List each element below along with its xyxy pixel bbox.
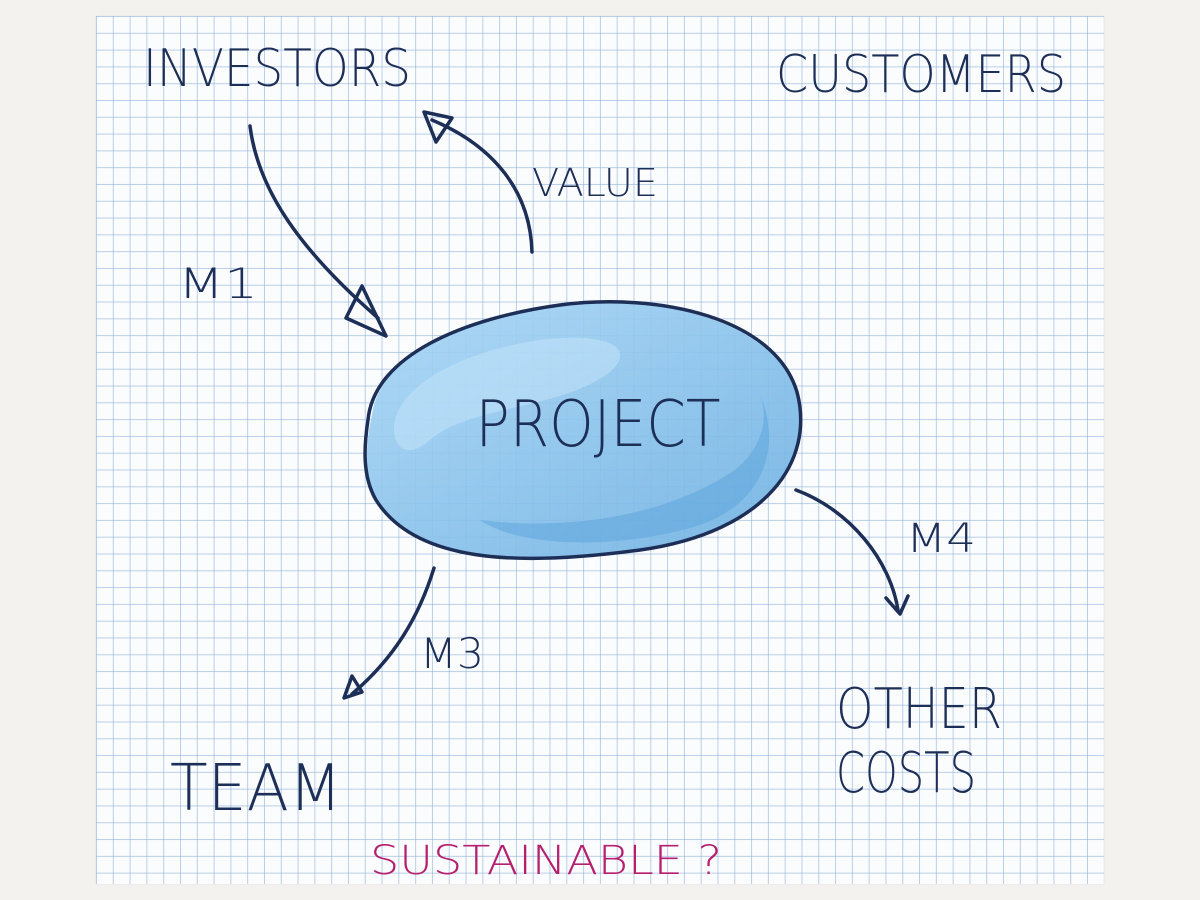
- arrow-m4-head: [884, 594, 910, 616]
- investors-label: INVESTORS: [143, 39, 411, 99]
- edge-label-m3: M3: [420, 629, 484, 678]
- project-node: PROJECT: [363, 300, 803, 561]
- project-blob-shade: [480, 395, 770, 543]
- arrow-m4: M4: [794, 488, 976, 616]
- project-blob-outline: [363, 300, 803, 561]
- project-label: PROJECT: [476, 388, 721, 462]
- other-costs-label-line1: OTHER: [836, 677, 1002, 742]
- edge-label-m1: M1: [178, 259, 258, 308]
- arrow-value-head: [422, 110, 454, 144]
- other-costs-label-line2: COSTS: [836, 741, 976, 806]
- arrow-m1: M1: [178, 124, 388, 338]
- edge-label-value: VALUE: [532, 161, 658, 205]
- sustainable-question: SUSTAINABLE ?: [370, 838, 722, 884]
- arrow-m3: M3: [342, 566, 484, 700]
- customers-label: CUSTOMERS: [776, 45, 1066, 105]
- arrow-m3-head: [342, 674, 364, 700]
- team-label: TEAM: [170, 752, 342, 826]
- arrow-value: VALUE: [422, 110, 658, 254]
- edge-label-m4: M4: [906, 516, 976, 562]
- project-blob-highlight: [394, 337, 621, 451]
- arrow-m1-head: [344, 284, 388, 338]
